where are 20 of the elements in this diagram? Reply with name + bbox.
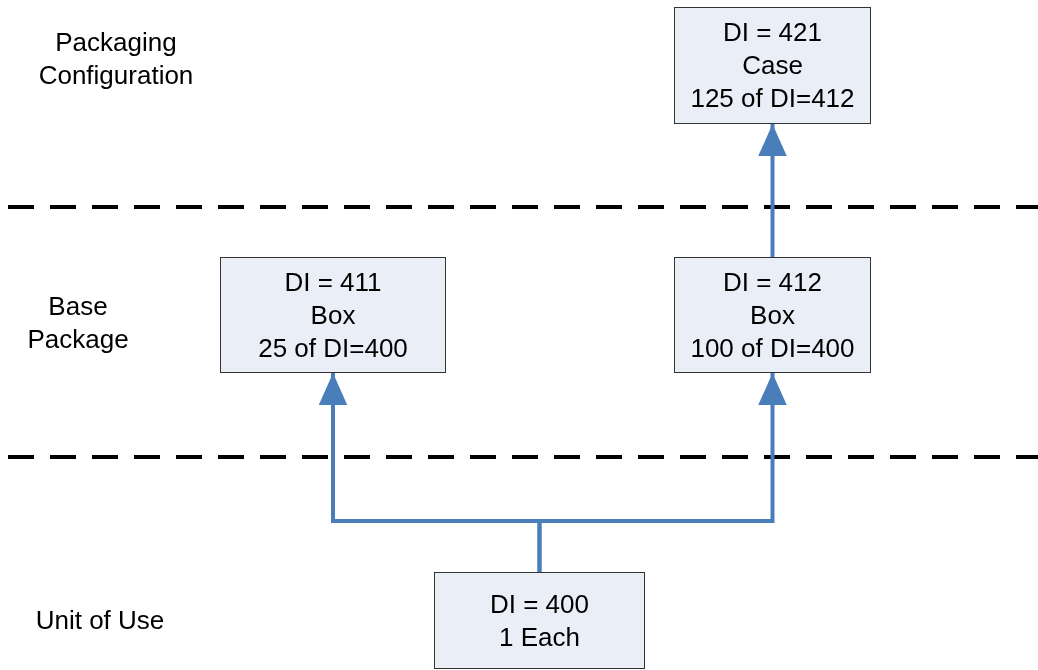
arrow	[758, 124, 787, 257]
process-box	[674, 7, 871, 124]
box-text: 25 of DI=400	[258, 331, 408, 365]
box-text: 1 Each	[499, 620, 580, 654]
box-text: DI = 412	[723, 265, 822, 299]
tier-label: Unit of Use	[34, 604, 166, 637]
box-text: DI = 400	[490, 587, 589, 621]
arrow	[537, 373, 787, 572]
box-text: 125 of DI=412	[690, 82, 855, 115]
box-text: 100 of DI=400	[690, 331, 855, 365]
box-text: Box	[310, 298, 356, 332]
tier-label: Packaging Configuration	[37, 26, 195, 92]
box-text: DI = 421	[723, 16, 822, 49]
process-box	[674, 257, 871, 373]
tier-label: Base Package	[26, 290, 130, 356]
box-text: Box	[750, 298, 795, 332]
box-text: Case	[742, 49, 803, 82]
process-box	[220, 257, 446, 373]
process-box	[434, 572, 645, 669]
box-text: DI = 411	[284, 265, 382, 299]
